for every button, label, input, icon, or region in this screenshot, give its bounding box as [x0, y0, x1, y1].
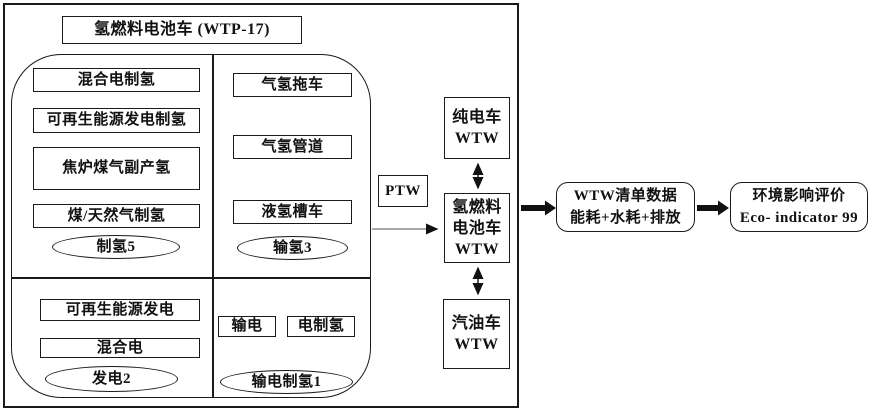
box-electrolysis-hydrogen: 电制氢	[287, 316, 355, 337]
box-gasoline-wtw-line1: 汽油车	[451, 315, 502, 332]
ptw-box: PTW	[378, 175, 428, 207]
box-mixed-electricity-hydrogen: 混合电制氢	[33, 68, 200, 92]
box-gaseous-hydrogen-trailer: 气氢拖车	[233, 73, 352, 97]
box-liquid-hydrogen-tanker: 液氢槽车	[233, 200, 352, 224]
box-mixed-electricity: 混合电	[40, 338, 200, 358]
box-fcv-wtw-line2: 电池车	[452, 219, 502, 237]
box-coal-naturalgas-hydrogen: 煤/天然气制氢	[33, 204, 200, 228]
box-renewable-power-hydrogen: 可再生能源发电制氢	[33, 108, 200, 133]
box-impact-assessment-line2: Eco- indicator 99	[739, 210, 859, 226]
box-fcv-wtw-line3: WTW	[454, 240, 500, 258]
box-bev-wtw: 纯电车 WTW	[444, 97, 510, 159]
box-bev-wtw-line1: 纯电车	[452, 109, 502, 126]
arrow-wtw-to-inventory	[521, 200, 556, 216]
pathway-horizontal-divider	[12, 277, 370, 279]
box-impact-assessment: 环境影响评价 Eco- indicator 99	[730, 182, 868, 232]
box-renewable-power-generation: 可再生能源发电	[40, 299, 200, 321]
box-gaseous-hydrogen-pipeline: 气氢管道	[233, 135, 352, 159]
arrow-inventory-to-assessment	[697, 200, 729, 216]
box-wtw-inventory: WTW清单数据 能耗+水耗+排放	[556, 182, 695, 232]
box-wtw-inventory-line1: WTW清单数据	[573, 188, 678, 204]
box-coke-oven-gas-hydrogen: 焦炉煤气副产氢	[33, 147, 200, 190]
box-fcv-wtw: 氢燃料 电池车 WTW	[444, 193, 510, 263]
box-fcv-wtw-line1: 氢燃料	[452, 198, 502, 216]
stage-power-generation: 发电2	[45, 366, 178, 392]
stage-hydrogen-production: 制氢5	[52, 235, 180, 259]
box-impact-assessment-line1: 环境影响评价	[752, 188, 846, 204]
box-gasoline-wtw: 汽油车 WTW	[443, 299, 510, 369]
wtp-boundary-box	[3, 3, 519, 408]
box-bev-wtw-line2: WTW	[454, 130, 500, 147]
box-power-transmission: 输电	[218, 316, 276, 337]
stage-hydrogen-transport: 输氢3	[237, 236, 348, 260]
box-wtw-inventory-line2: 能耗+水耗+排放	[569, 210, 682, 226]
box-gasoline-wtw-line2: WTW	[454, 336, 499, 353]
stage-transmission-electrolysis: 输电制氢1	[220, 370, 353, 394]
diagram-title: 氢燃料电池车 (WTP-17)	[62, 16, 302, 44]
pathway-container	[11, 54, 371, 398]
pathway-vertical-divider	[212, 55, 214, 397]
